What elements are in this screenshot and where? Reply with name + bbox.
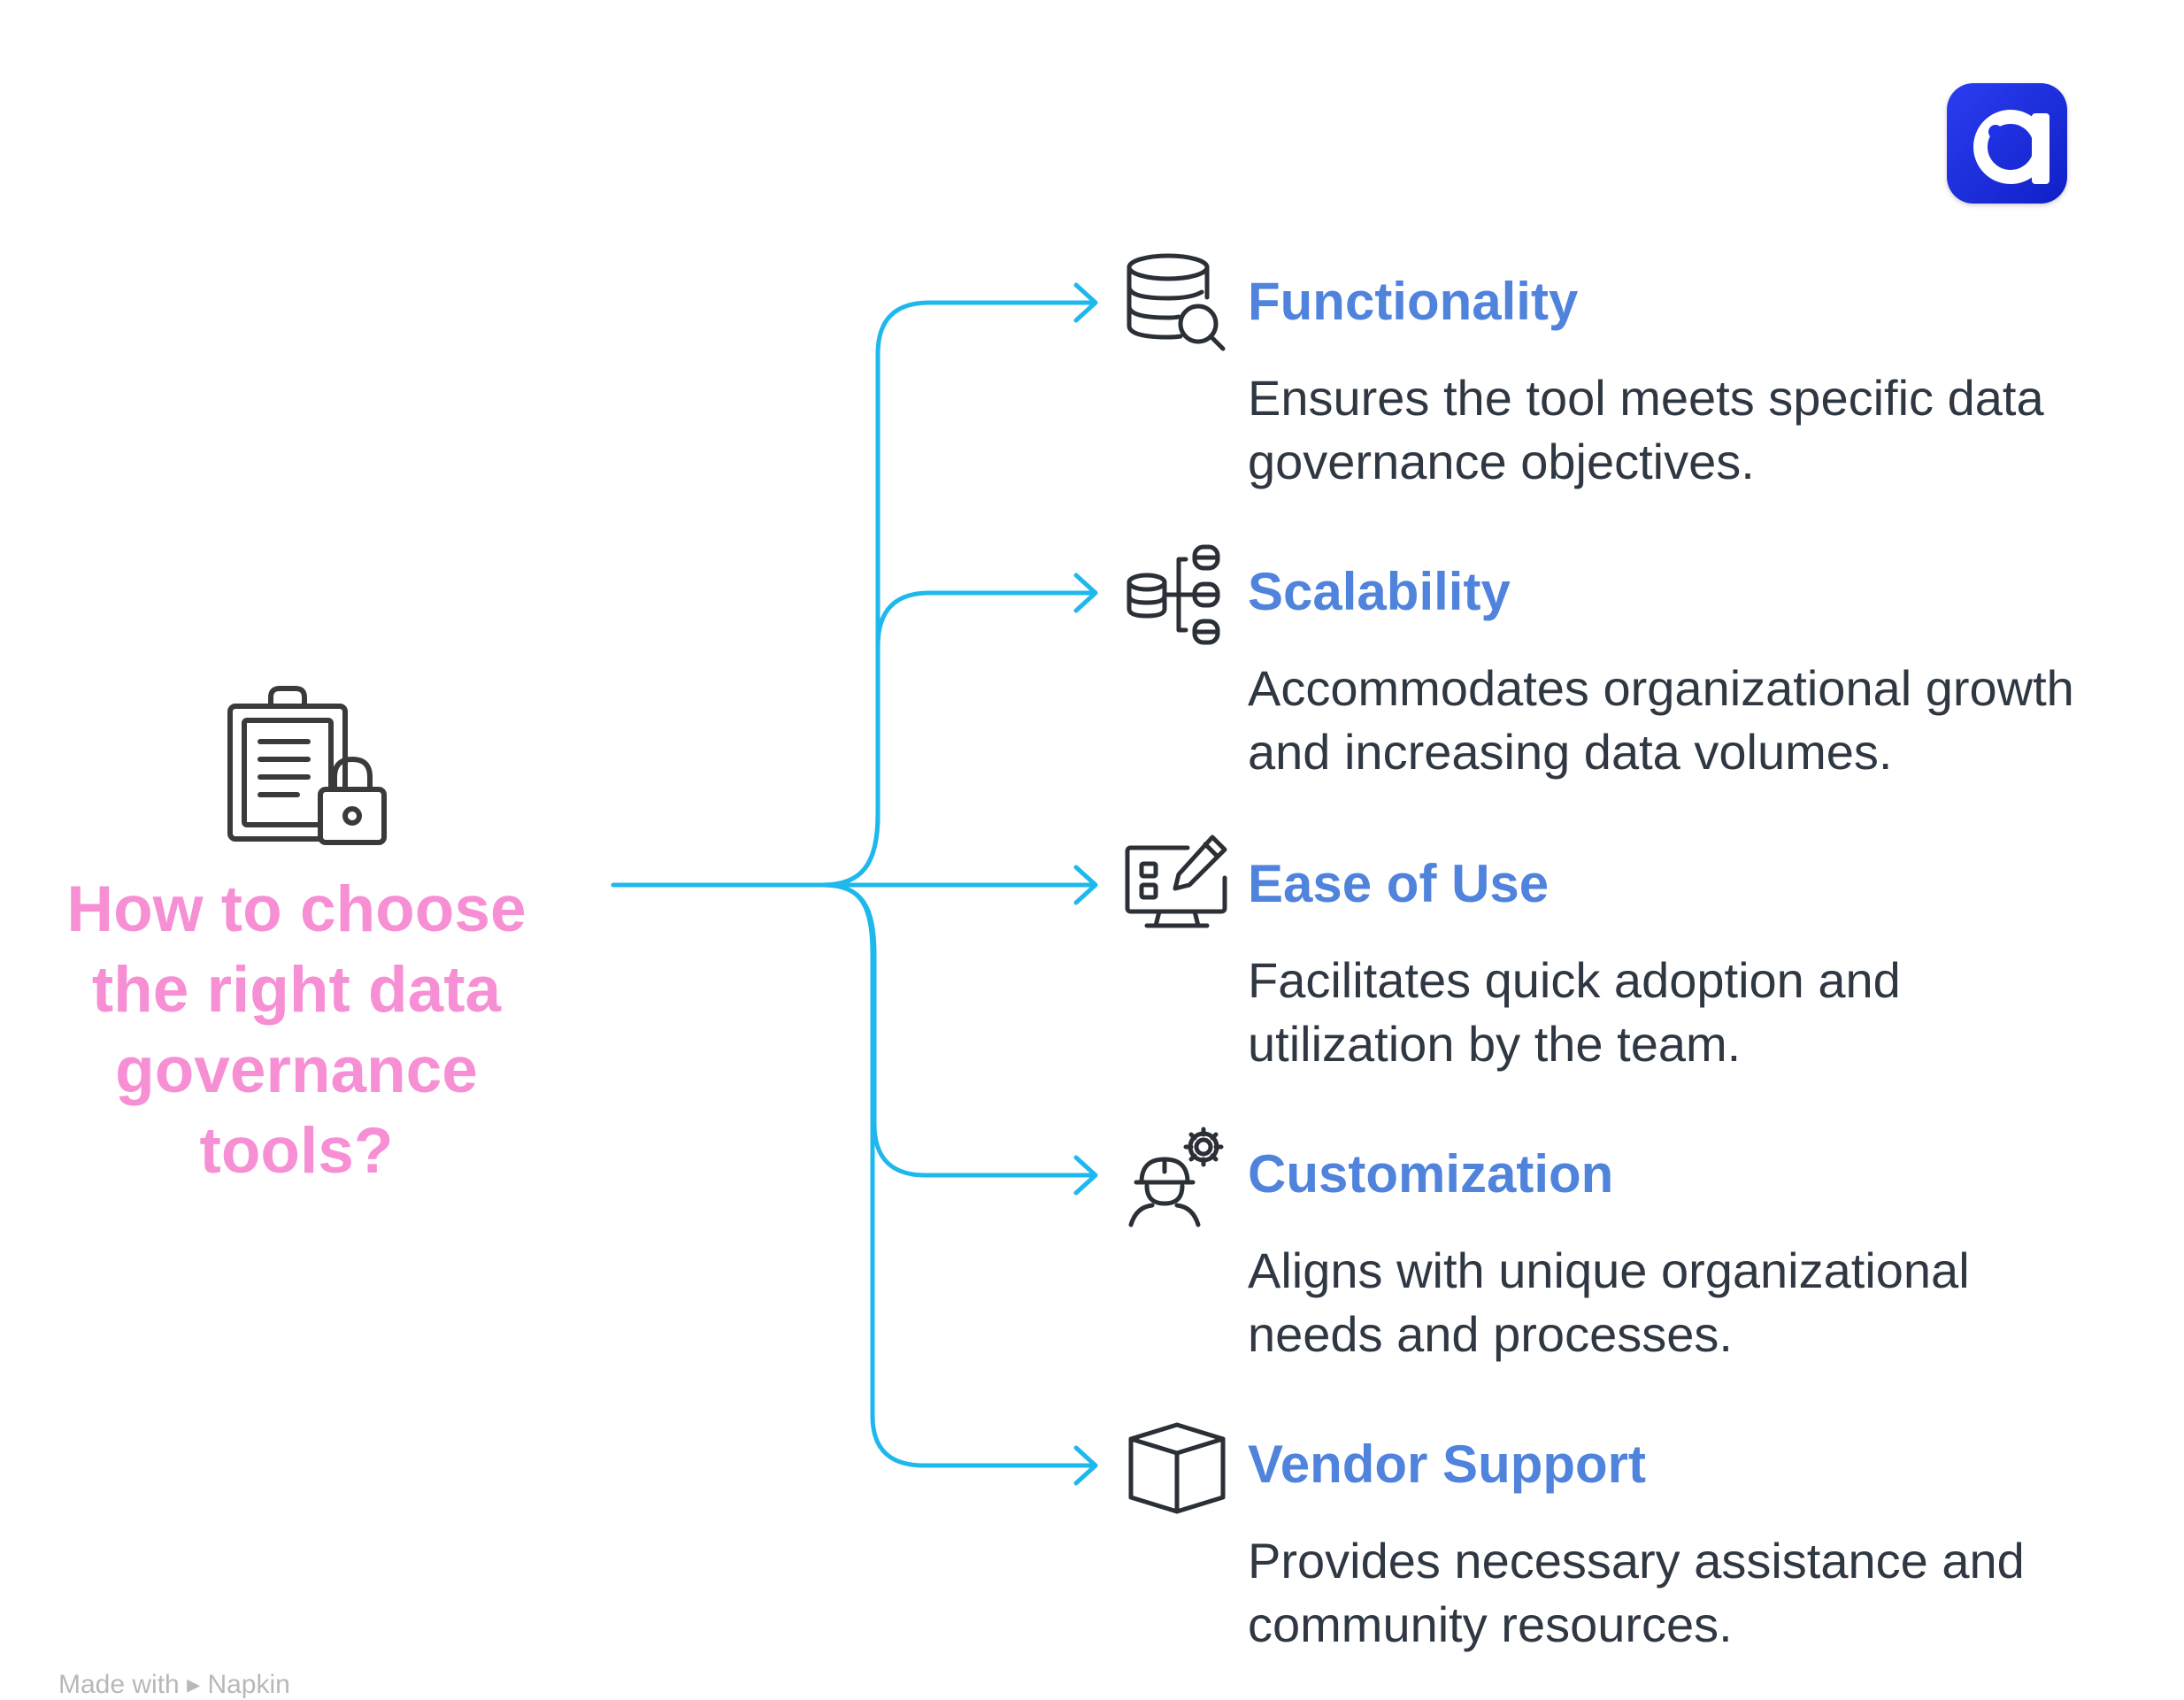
branch-connector xyxy=(820,590,1096,888)
arrowhead xyxy=(1073,865,1098,905)
package-box-icon xyxy=(1128,1422,1226,1514)
item-title-vendor-support: Vendor Support xyxy=(1248,1435,1646,1494)
diagram-title: How to choose the right data governance … xyxy=(66,873,527,1187)
branch-connector xyxy=(820,882,1096,1178)
item-title-functionality: Functionality xyxy=(1248,272,1579,331)
monitor-edit-icon xyxy=(1125,835,1227,928)
item-title-ease-of-use: Ease of Use xyxy=(1248,854,1550,913)
arrowhead xyxy=(1073,573,1098,613)
item-description-customization: Aligns with unique organizational needs … xyxy=(1248,1242,1970,1362)
arrowhead xyxy=(1073,1445,1098,1486)
item-title-scalability: Scalability xyxy=(1248,562,1511,621)
item-description-ease-of-use: Facilitates quick adoption and utilizati… xyxy=(1248,952,1901,1072)
app-logo-icon xyxy=(1947,83,2067,204)
footer-credit: Made with ▸ Napkin xyxy=(58,1670,290,1699)
worker-gear-icon xyxy=(1128,1127,1224,1227)
item-description-scalability: Accommodates organizational growth and i… xyxy=(1248,660,2074,780)
clipboard-lock-icon xyxy=(227,686,387,845)
database-search-icon xyxy=(1127,253,1226,351)
item-description-functionality: Ensures the tool meets specific data gov… xyxy=(1248,370,2044,489)
arrowhead xyxy=(1073,282,1098,323)
branch-connector xyxy=(820,882,1096,1468)
arrowhead xyxy=(1073,1155,1098,1196)
item-description-vendor-support: Provides necessary assistance and commun… xyxy=(1248,1533,2025,1652)
item-title-customization: Customization xyxy=(1248,1144,1614,1204)
database-scaling-icon xyxy=(1127,544,1220,645)
